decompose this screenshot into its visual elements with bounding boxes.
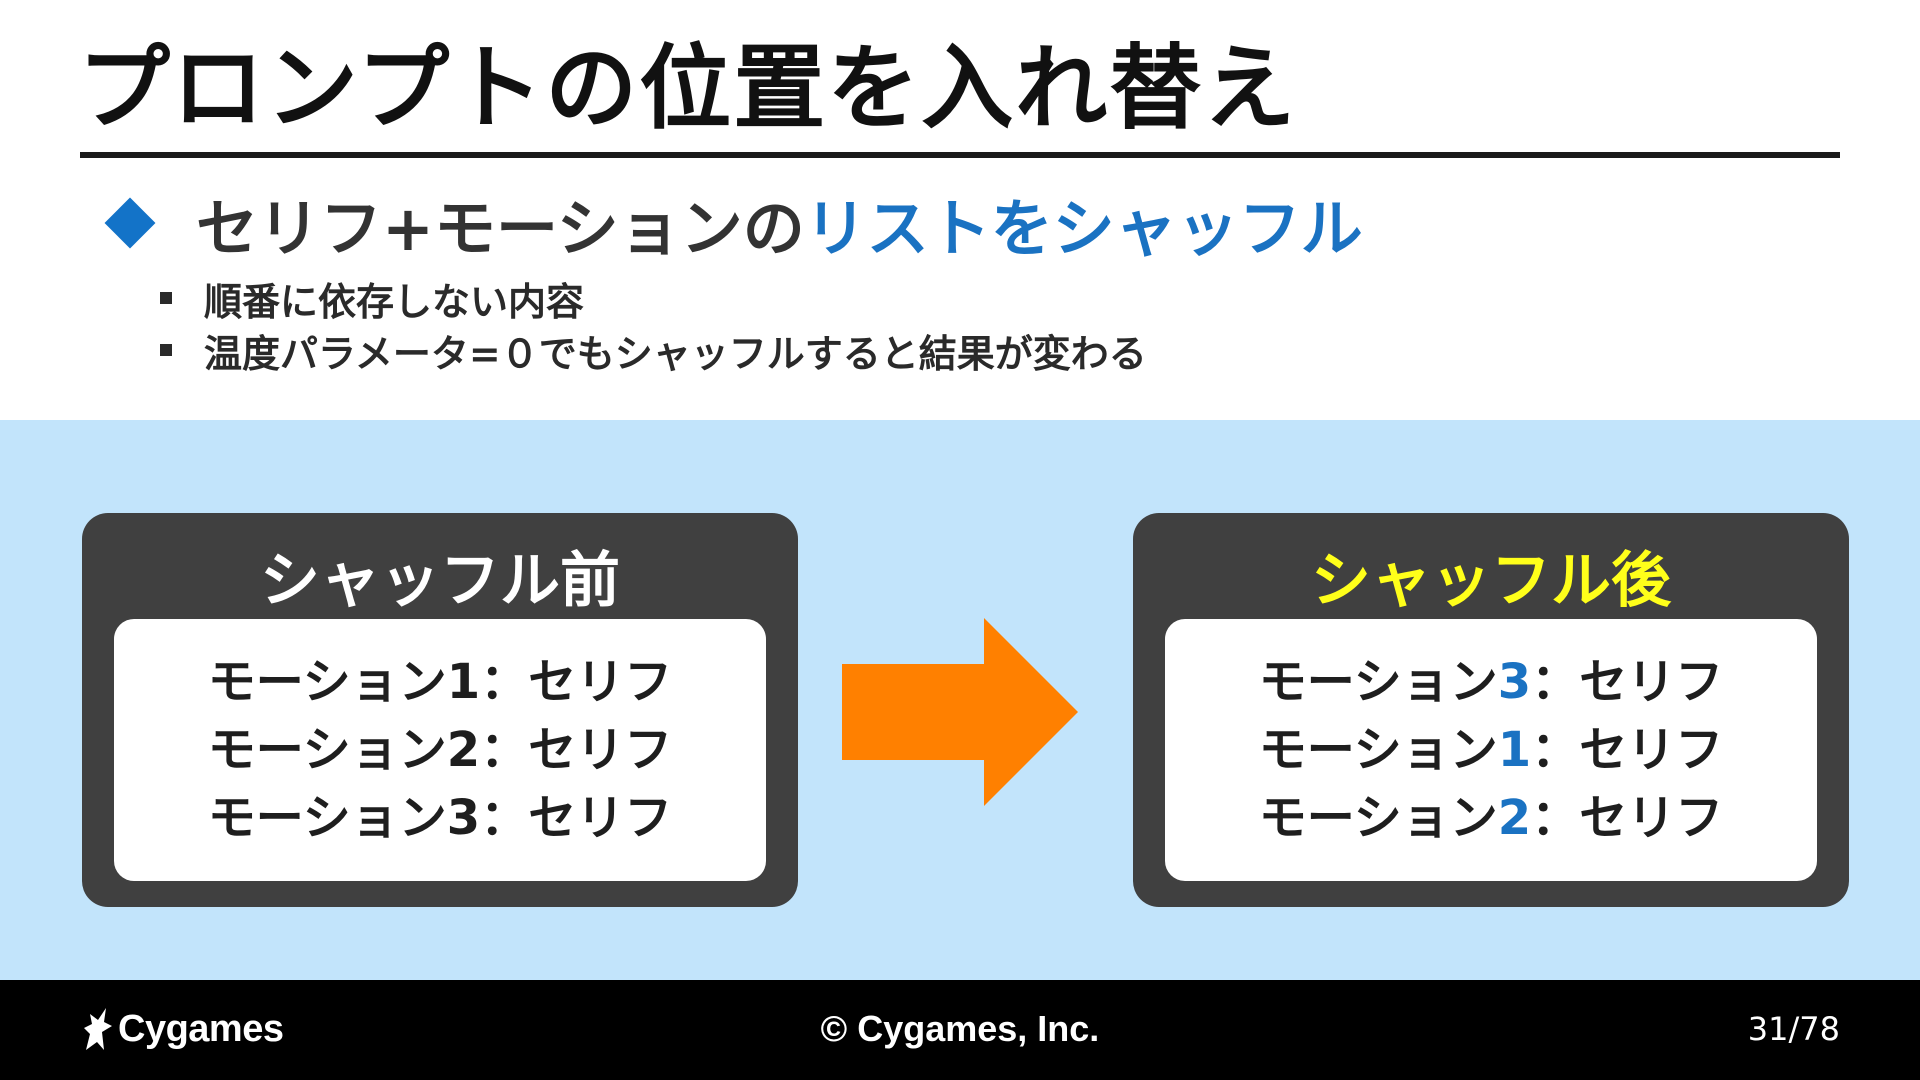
sub-bullet-item: 順番に依存しない内容: [160, 272, 1147, 324]
list-item: モーション2：セリフ: [208, 716, 672, 784]
row-value: セリフ: [528, 722, 673, 778]
dragon-logo-icon: [84, 1008, 112, 1050]
before-list-card: モーション1：セリフ モーション2：セリフ モーション3：セリフ: [114, 619, 766, 881]
row-separator: ：: [480, 790, 529, 846]
company-logo: Cygames: [80, 1004, 284, 1054]
square-bullet-icon: [160, 344, 172, 356]
main-bullet: セリフ+モーションのリストをシャッフル: [104, 188, 1363, 265]
row-value: セリフ: [1579, 722, 1724, 778]
after-shuffle-panel: シャッフル後 モーション3：セリフ モーション1：セリフ モーション2：セリフ: [1133, 513, 1849, 907]
slide-title: プロンプトの位置を入れ替え: [78, 35, 1298, 142]
row-number: 3: [1497, 654, 1532, 710]
page-number: 31/78: [1747, 1010, 1840, 1048]
row-value: セリフ: [1579, 654, 1724, 710]
main-bullet-text: セリフ+モーションのリストをシャッフル: [196, 178, 1363, 268]
main-bullet-highlight: リストをシャッフル: [804, 192, 1363, 265]
sub-bullet-text: 温度パラメータ=０でもシャッフルすると結果が変わる: [204, 331, 1147, 376]
row-value: セリフ: [528, 790, 673, 846]
after-panel-title: シャッフル後: [1311, 546, 1671, 616]
diamond-bullet-icon: [104, 197, 156, 249]
row-separator: ：: [480, 654, 529, 710]
copyright-text: © Cygames, Inc.: [820, 1008, 1100, 1049]
sub-bullet-list: 順番に依存しない内容 温度パラメータ=０でもシャッフルすると結果が変わる: [160, 272, 1147, 376]
row-separator: ：: [1531, 654, 1580, 710]
title-divider: [80, 152, 1840, 158]
square-bullet-icon: [160, 292, 172, 304]
sub-bullet-item: 温度パラメータ=０でもシャッフルすると結果が変わる: [160, 324, 1147, 376]
list-item: モーション2：セリフ: [1259, 784, 1723, 852]
list-item: モーション3：セリフ: [1259, 648, 1723, 716]
row-separator: ：: [1531, 722, 1580, 778]
row-label: モーション: [1258, 790, 1498, 846]
row-value: セリフ: [1579, 790, 1724, 846]
row-label: モーション: [207, 790, 447, 846]
after-list-card: モーション3：セリフ モーション1：セリフ モーション2：セリフ: [1165, 619, 1817, 881]
row-label: モーション: [1258, 722, 1498, 778]
row-separator: ：: [480, 722, 529, 778]
row-number: 1: [1497, 722, 1532, 778]
row-number: 3: [446, 790, 481, 846]
row-number: 1: [446, 654, 481, 710]
row-label: モーション: [207, 654, 447, 710]
list-item: モーション1：セリフ: [1259, 716, 1723, 784]
row-separator: ：: [1531, 790, 1580, 846]
row-number: 2: [446, 722, 481, 778]
list-item: モーション3：セリフ: [208, 784, 672, 852]
row-label: モーション: [207, 722, 447, 778]
row-number: 2: [1497, 790, 1532, 846]
arrow-right-icon: [842, 618, 1078, 806]
row-value: セリフ: [528, 654, 673, 710]
logo-text: Cygames: [118, 1007, 284, 1050]
before-shuffle-panel: シャッフル前 モーション1：セリフ モーション2：セリフ モーション3：セリフ: [82, 513, 798, 907]
list-item: モーション1：セリフ: [208, 648, 672, 716]
sub-bullet-text: 順番に依存しない内容: [204, 279, 585, 324]
row-label: モーション: [1258, 654, 1498, 710]
slide-footer: Cygames © Cygames, Inc. 31/78: [0, 980, 1920, 1080]
before-panel-title: シャッフル前: [260, 546, 620, 616]
main-bullet-prefix: セリフ+モーションの: [196, 192, 805, 265]
